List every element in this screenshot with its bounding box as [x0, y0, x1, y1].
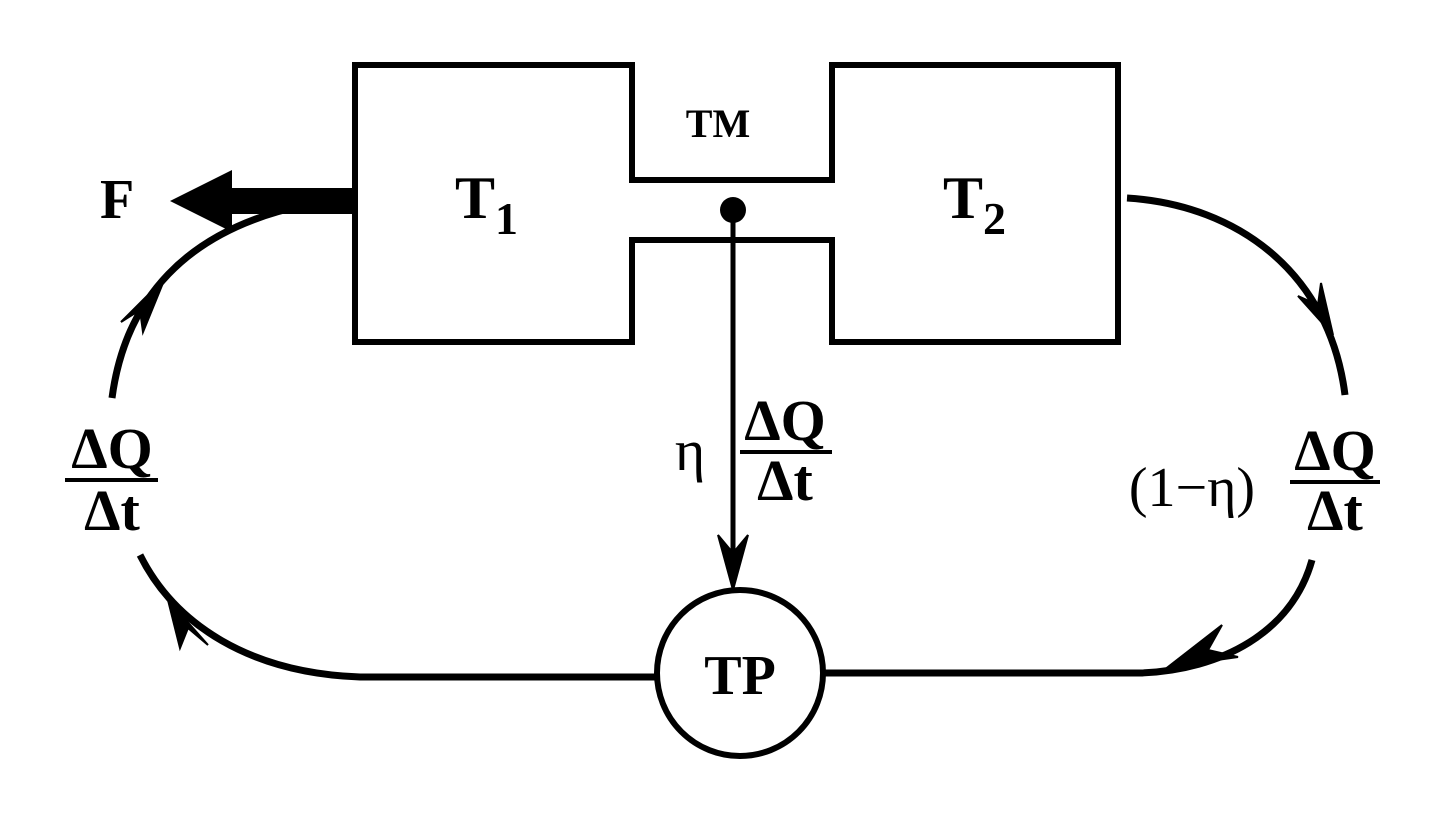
t2-main: T — [943, 165, 983, 231]
right-flow-numerator: ΔQ — [1294, 418, 1375, 483]
left-upper-flow — [108, 201, 306, 399]
right-lower-arrowhead — [1164, 624, 1239, 669]
right-upper-flow — [1126, 194, 1349, 396]
right-flow-denominator: Δt — [1307, 478, 1363, 543]
t2-subscript: 2 — [983, 193, 1006, 244]
throat-node — [720, 197, 746, 223]
force-label: F — [100, 169, 134, 231]
thermal-machine-outline — [352, 62, 1121, 345]
right-lower-flow — [823, 559, 1316, 677]
left-upper-arrowhead — [120, 277, 166, 336]
center-flow-arrowhead — [717, 534, 749, 594]
left-lower-flow — [136, 553, 657, 681]
t1-subscript: 1 — [495, 193, 518, 244]
tp-label: TP — [704, 645, 776, 707]
left-flow-numerator: ΔQ — [71, 416, 152, 481]
t1-main: T — [455, 165, 495, 231]
force-arrow-head — [170, 170, 232, 232]
center-flow-denominator: Δt — [757, 448, 813, 513]
center-flow-coefficient: η — [675, 418, 705, 483]
left-lower-arrowhead — [167, 599, 209, 652]
tm-label: TM — [686, 101, 750, 146]
t2-label: T2 — [943, 165, 1006, 244]
right-flow-coefficient: (1−η) — [1129, 457, 1255, 519]
center-flow-numerator: ΔQ — [744, 388, 825, 453]
t1-label: T1 — [455, 165, 518, 244]
left-flow-denominator: Δt — [84, 478, 140, 543]
right-upper-arrowhead — [1297, 282, 1334, 336]
